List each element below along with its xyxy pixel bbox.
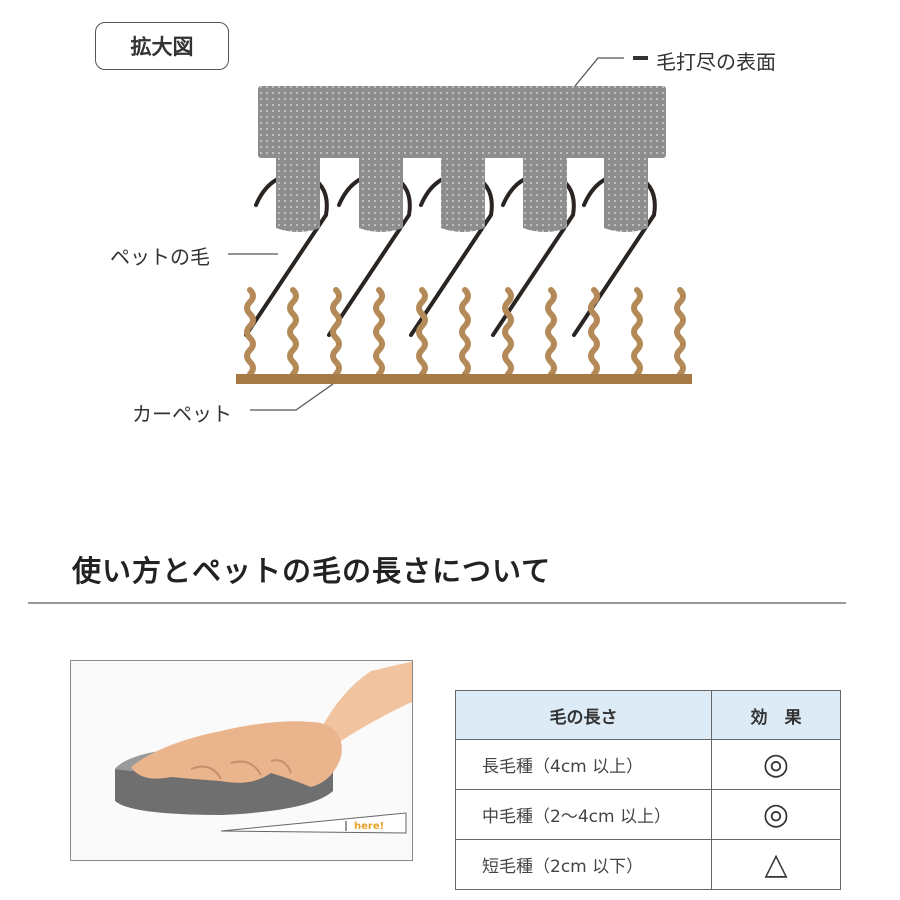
table-header-row: 毛の長さ 効 果	[455, 690, 841, 740]
effect-mark: △	[711, 839, 841, 890]
carpet-fiber	[330, 287, 342, 377]
carpet-fiber	[459, 287, 471, 377]
hand-with-brush-illustration	[115, 661, 412, 834]
carpet-base	[236, 374, 692, 384]
carpet-label: カーペット	[132, 402, 232, 426]
effect-mark: ◎	[711, 789, 841, 840]
carpet-fiber	[631, 287, 643, 377]
carpet-fiber	[545, 287, 557, 377]
row-label: 短毛種（2cm 以下）	[455, 839, 712, 890]
table-row: 短毛種（2cm 以下） △	[455, 839, 841, 890]
carpet-fibers	[244, 287, 686, 377]
brush-tooth	[276, 156, 320, 232]
carpet-fiber	[674, 287, 686, 377]
table-row: 中毛種（2〜4cm 以上） ◎	[455, 789, 841, 840]
carpet-fiber	[416, 287, 428, 377]
carpet-fiber	[244, 287, 256, 377]
usage-photo: here!	[70, 660, 413, 861]
carpet-fiber	[588, 287, 600, 377]
row-label: 長毛種（4cm 以上）	[455, 739, 712, 790]
effect-mark: ◎	[711, 739, 841, 790]
row-label: 中毛種（2〜4cm 以上）	[455, 789, 712, 840]
magnified-diagram	[228, 56, 692, 411]
header-hair-length: 毛の長さ	[455, 690, 712, 740]
section-divider	[28, 602, 846, 604]
carpet-fiber	[502, 287, 514, 377]
brush-teeth	[276, 156, 648, 232]
brush-surface-label: 毛打尽の表面	[656, 50, 776, 74]
pet-hair-label: ペットの毛	[110, 245, 210, 269]
carpet-fiber	[287, 287, 299, 377]
brush-tooth	[441, 156, 485, 232]
header-effect: 効 果	[711, 690, 841, 740]
carpet-fiber	[373, 287, 385, 377]
brush-tooth	[604, 156, 648, 232]
brush-tooth	[523, 156, 567, 232]
brush-surface	[258, 86, 666, 232]
magnified-view-badge: 拡大図	[95, 22, 229, 70]
table-row: 長毛種（4cm 以上） ◎	[455, 739, 841, 790]
leader-lines	[228, 57, 624, 411]
hair-length-effect-table: 毛の長さ 効 果 長毛種（4cm 以上） ◎ 中毛種（2〜4cm 以上） ◎ 短…	[455, 690, 841, 890]
here-tag: here!	[354, 821, 385, 832]
brush-tooth	[359, 156, 403, 232]
section-title: 使い方とペットの毛の長さについて	[72, 554, 552, 588]
